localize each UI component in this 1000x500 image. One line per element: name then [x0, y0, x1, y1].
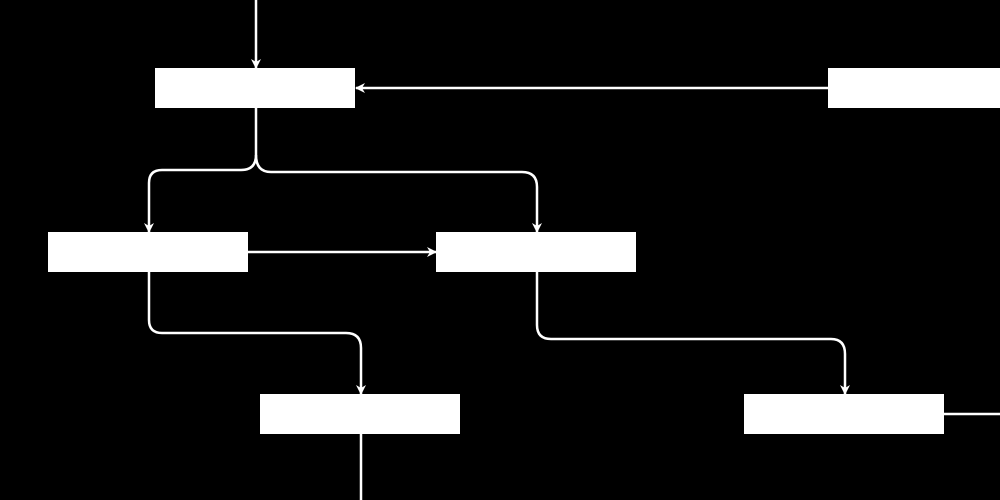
node-b[interactable] — [828, 68, 1000, 108]
node-a[interactable] — [155, 68, 355, 108]
edge-a-to-c — [144, 108, 258, 233]
node-c[interactable] — [48, 232, 248, 272]
edge-a-to-d — [254, 154, 542, 233]
edge-c-to-e — [147, 272, 366, 395]
node-e[interactable] — [260, 394, 460, 434]
node-f[interactable] — [744, 394, 944, 434]
node-d[interactable] — [436, 232, 636, 272]
edge-d-to-f — [535, 272, 850, 395]
